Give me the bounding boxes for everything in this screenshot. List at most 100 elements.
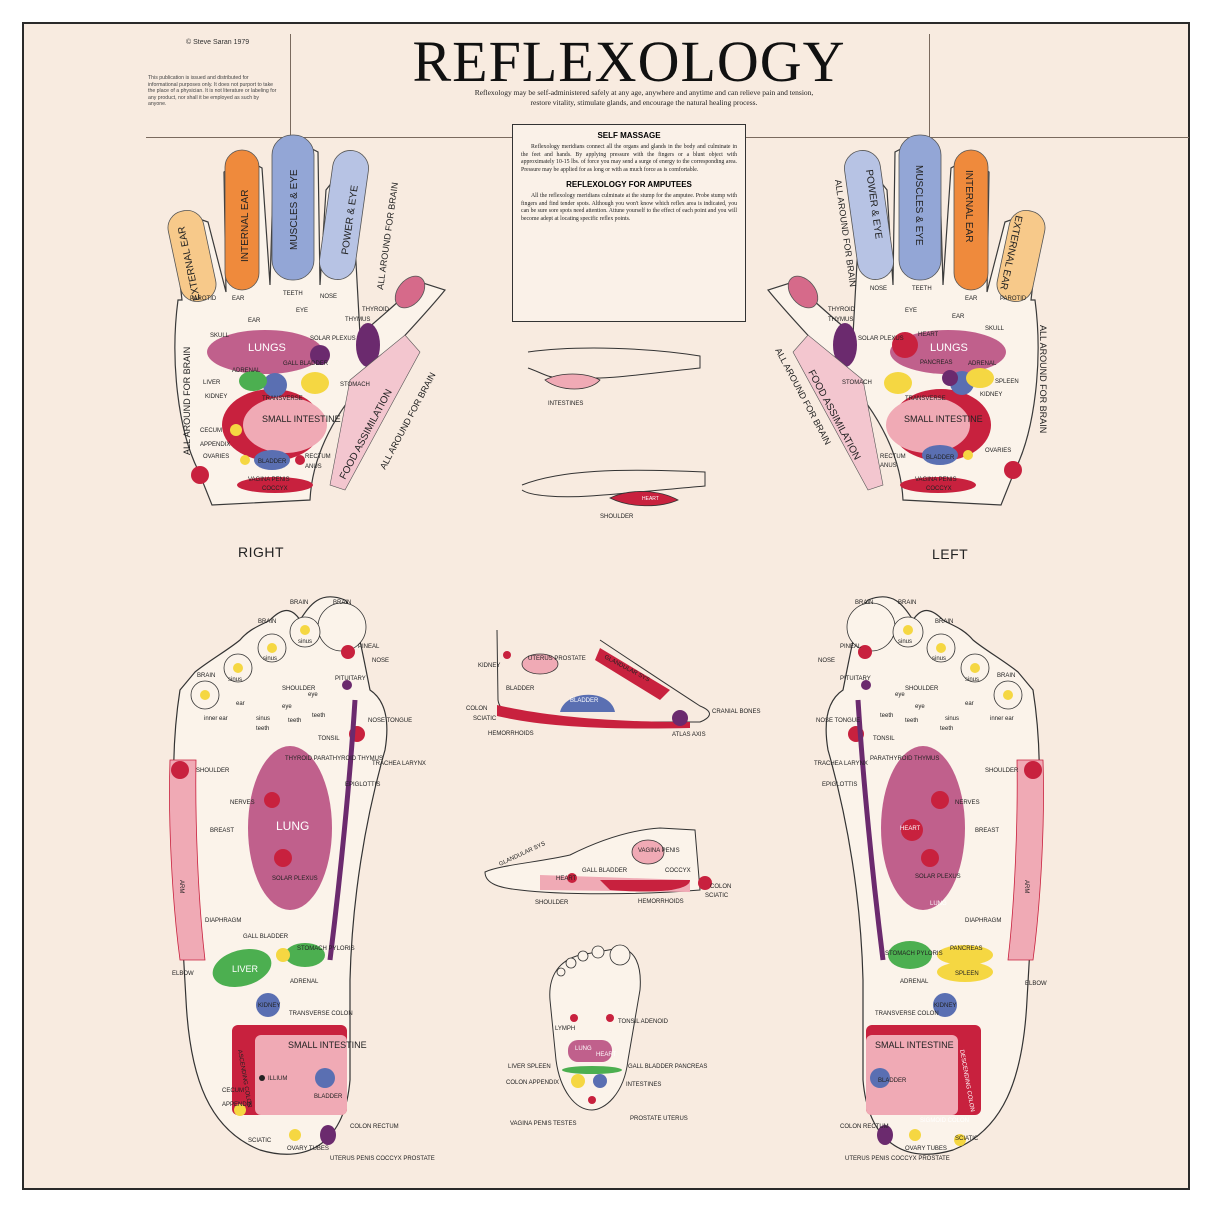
foot-label: ARM [1023, 880, 1029, 893]
foot-label: sinus [932, 656, 946, 662]
center-label: INTESTINES [548, 401, 583, 407]
foot-label: teeth [256, 726, 269, 732]
hand-label: RECTUM [880, 454, 906, 460]
foot-label: PINEAL [358, 644, 380, 650]
foot-label: BRAIN [290, 600, 308, 606]
foot-label: sinus [228, 677, 242, 683]
foot-label: ELBOW [1025, 981, 1047, 987]
foot-label: BLADDER [314, 1094, 343, 1100]
hand-label: TRANSVERSE [262, 396, 303, 402]
foot-label: TRACHEA LARYNX [372, 761, 426, 767]
big-toe [609, 944, 631, 966]
foot-label: BRAIN [197, 673, 215, 679]
center-label: UTERUS PROSTATE [528, 656, 586, 662]
hand-label: EYE [296, 308, 308, 314]
hand-label: STOMACH [340, 382, 370, 388]
neck-spot [356, 323, 380, 367]
intestine-spot [593, 1074, 607, 1088]
hand-label: PANCREAS [920, 360, 953, 366]
foot-label: THYROID PARATHYROID THYMUS [285, 756, 383, 762]
center-foot-side: KIDNEY UTERUS PROSTATE BLADDER GLANDULAR… [466, 629, 760, 738]
thumb-spot [787, 275, 819, 309]
amputees-heading: REFLEXOLOGY FOR AMPUTEES [566, 180, 692, 190]
liver-band [562, 1066, 622, 1074]
muscles-eye-finger [271, 134, 315, 281]
hand-label: VAGINA PENIS [248, 477, 290, 483]
stomach-spot [301, 372, 329, 394]
foot-label: teeth [288, 718, 301, 724]
foot-label: BRAIN [333, 600, 351, 606]
foot-label: BRAIN [258, 619, 276, 625]
foot-label: UTERUS PENIS COCCYX PROSTATE [845, 1156, 950, 1162]
center-label: TONSIL ADENOID [618, 1019, 669, 1025]
heart-spot [892, 332, 918, 358]
hand-label: THYMUS [828, 317, 853, 323]
hand-label: THYMUS [345, 317, 370, 323]
muscles-eye-finger [898, 134, 942, 281]
heart-zone [609, 491, 679, 507]
hand-label: BLADDER [258, 459, 287, 465]
center-label: INTESTINES [626, 1082, 661, 1088]
center-label: GALL BLADDER [582, 868, 628, 874]
lungs-zone [207, 330, 323, 374]
ovaries-spot [240, 455, 250, 465]
center-label: COLON APPENDIX [506, 1080, 559, 1086]
hand-label: EAR [248, 318, 261, 324]
rectum-spot [320, 1125, 336, 1145]
hand-label: COCCYX [262, 486, 288, 492]
spleen-zone [937, 962, 993, 982]
finger-label: INTERNAL EAR [240, 190, 251, 262]
foot-label: STOMACH PYLORIS [885, 951, 943, 957]
center-label: HEMORRHOIDS [488, 731, 534, 737]
power-eye-finger [319, 150, 369, 280]
center-label: COCCYX [665, 868, 691, 874]
external-ear-finger [167, 210, 217, 302]
hand-label: RECTUM [305, 454, 331, 460]
hand-label: ANUS [880, 463, 897, 469]
liver-label: LIVER [232, 964, 259, 974]
coccyx-band [900, 477, 976, 493]
hand-label: TEETH [283, 291, 303, 297]
foot-label: SOLAR PLEXUS [272, 876, 318, 882]
left-hand: POWER & EYE MUSCLES & EYE INTERNAL EAR E… [766, 134, 1048, 506]
hand-label: SOLAR PLEXUS [858, 336, 904, 342]
stomach-spot [884, 372, 912, 394]
small-intestine-zone [243, 397, 327, 453]
vagina-spot [631, 839, 665, 865]
foot-label: teeth [312, 713, 325, 719]
kidney-spot [256, 993, 280, 1017]
subtitle: Reflexology may be self-administered saf… [474, 88, 814, 107]
foot-label: COLON RECTUM [840, 1124, 889, 1130]
intestines-zone [544, 373, 601, 390]
center-label: BLADDER [506, 686, 535, 692]
uterus-spot [521, 653, 559, 675]
foot-label: ADRENAL [900, 979, 929, 985]
foot-label: COLON RECTUM [350, 1124, 399, 1130]
foot-label: eye [915, 704, 925, 710]
foot-label: BRAIN [935, 619, 953, 625]
left-side-label: LEFT [932, 546, 969, 562]
center-label: SCIATIC [473, 716, 497, 722]
nerves-spot [264, 792, 280, 808]
lung-zone [881, 746, 965, 910]
center-label: LYMPH [555, 1026, 575, 1032]
hand-label: EYE [905, 308, 917, 314]
foot-label: SHOULDER [282, 686, 316, 692]
foot-label: SHOULDER [196, 768, 230, 774]
small-intestine-label: SMALL INTESTINE [262, 414, 341, 424]
hand-label: EAR [952, 314, 965, 320]
hand-label: SKULL [210, 333, 230, 339]
self-massage-heading: SELF MASSAGE [597, 131, 661, 140]
hand-label: SPLEEN [995, 379, 1019, 385]
foot-label: ear [236, 701, 245, 707]
foot-label: BLADDER [878, 1078, 907, 1084]
small-intestine-label: SMALL INTESTINE [904, 414, 983, 424]
foot-label: STOMACH PYLORIS [297, 946, 355, 952]
foot-label: BRAIN [898, 600, 916, 606]
foot-label: OVARY TUBES [905, 1146, 947, 1152]
hand-label: VAGINA PENIS [915, 477, 957, 483]
center-label: HEART [596, 1052, 617, 1058]
foot-label: sinus [898, 639, 912, 645]
lungs-zone [890, 330, 1006, 374]
